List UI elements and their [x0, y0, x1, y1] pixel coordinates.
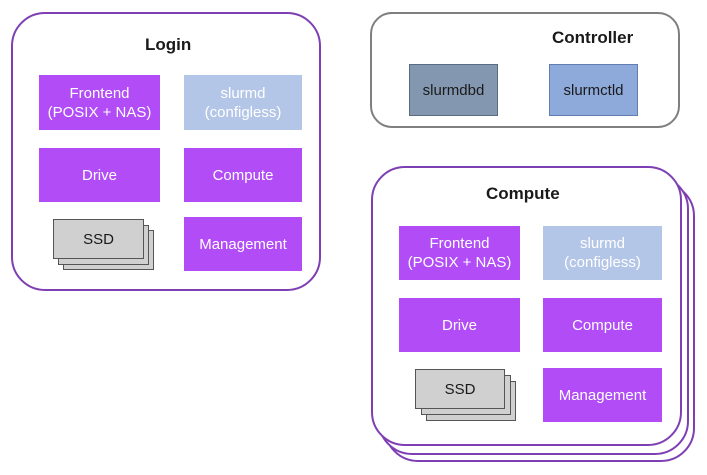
compute-slurmd-box: slurmd (configless) [543, 226, 662, 280]
login-management-box: Management [184, 217, 302, 271]
login-compute-box: Compute [184, 148, 302, 202]
compute-ssd-layer-1 [415, 369, 505, 409]
compute-drive-box: Drive [399, 298, 520, 352]
login-group: Login Frontend (POSIX + NAS) slurmd (con… [11, 12, 321, 291]
compute-title: Compute [486, 184, 560, 203]
login-frontend-box: Frontend (POSIX + NAS) [39, 75, 160, 130]
login-ssd-label: SSD [83, 230, 114, 248]
compute-group: Compute Frontend (POSIX + NAS) slurmd (c… [371, 166, 682, 446]
login-title: Login [145, 35, 192, 54]
compute-compute-box: Compute [543, 298, 662, 352]
compute-frontend-box: Frontend (POSIX + NAS) [399, 226, 520, 280]
login-slurmd-box: slurmd (configless) [184, 75, 302, 130]
login-drive-box: Drive [39, 148, 160, 202]
slurmdbd-box: slurmdbd [409, 64, 498, 116]
slurmctld-box: slurmctld [549, 64, 638, 116]
controller-title: Controller [552, 28, 634, 47]
compute-ssd-label: SSD [444, 380, 476, 398]
controller-group: Controller slurmdbd slurmctld [370, 12, 680, 128]
compute-management-box: Management [543, 368, 662, 422]
login-ssd-layer-1 [53, 219, 144, 259]
